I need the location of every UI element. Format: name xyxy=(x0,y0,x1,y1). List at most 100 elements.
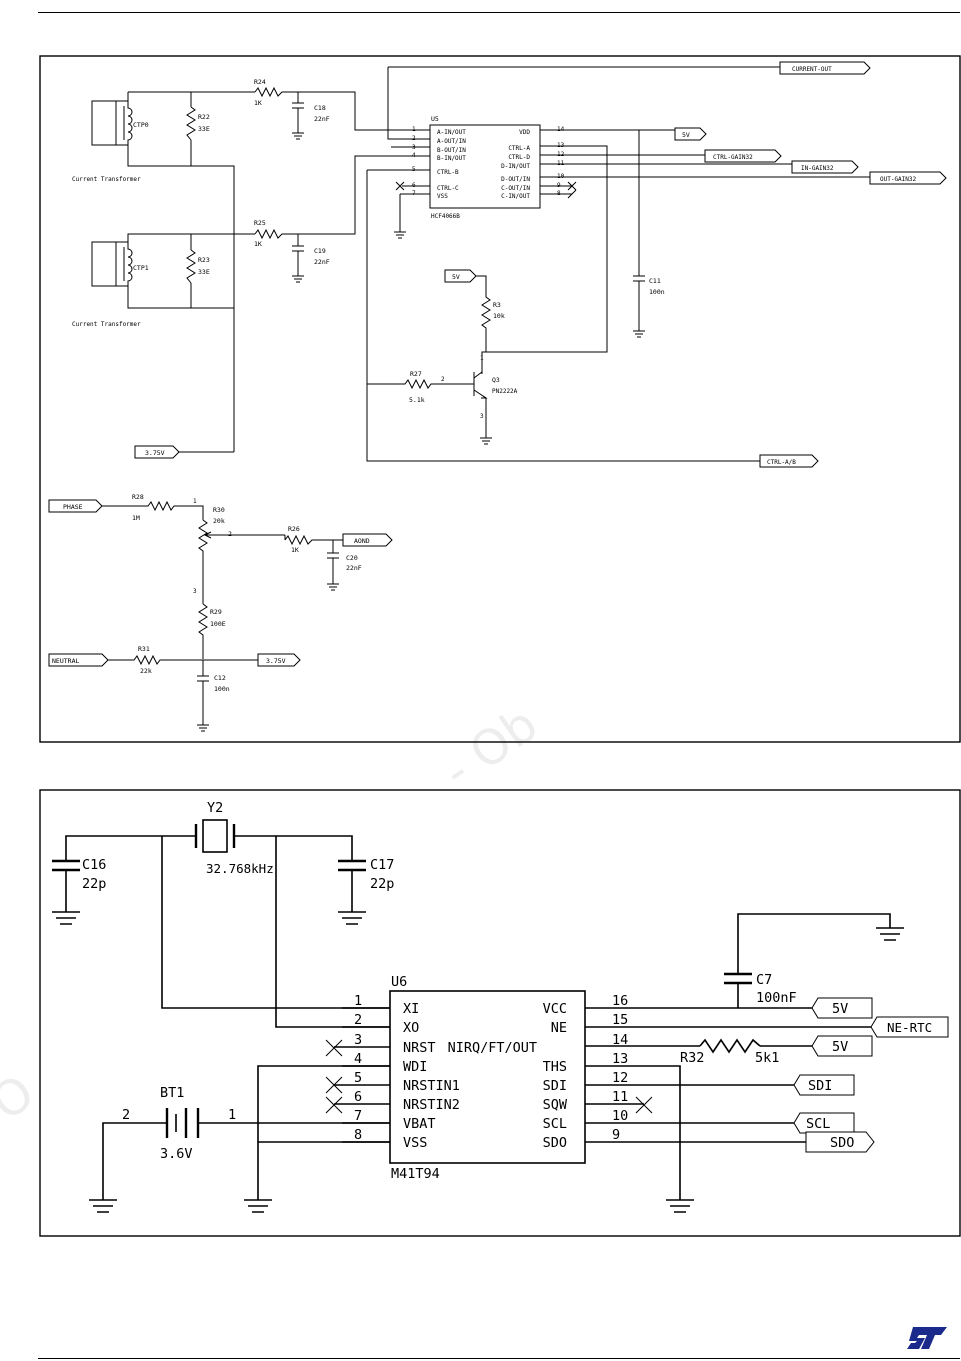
r23-value: 33E xyxy=(198,268,210,276)
flag-phase-text: PHASE xyxy=(63,503,83,511)
r28-resistor xyxy=(102,500,204,520)
y2-label: Y2 xyxy=(207,800,223,816)
c16-capacitor xyxy=(52,870,80,925)
flag-in-gain32-text: IN-GAIN32 xyxy=(801,165,834,172)
ctp0-label: CTP0 xyxy=(133,121,149,129)
u5-part: HCF4066B xyxy=(431,213,460,220)
flag-ctrl-ab-text: CTRL-A/B xyxy=(767,459,796,466)
c11-label: C11 xyxy=(649,277,661,285)
u6-pin-name: VSS xyxy=(403,1135,427,1151)
c20-label: C20 xyxy=(346,554,358,562)
r25-value: 1K xyxy=(254,240,262,248)
r23-resistor xyxy=(186,249,196,284)
u6-pin-name: NRST xyxy=(403,1040,436,1056)
r24-resistor xyxy=(254,86,402,131)
r25-resistor xyxy=(254,155,402,240)
flag-sdo-text: SDO xyxy=(830,1135,854,1151)
r3-resistor xyxy=(476,275,491,352)
u5-pin-name: C-IN/OUT xyxy=(501,193,530,200)
u6-pin-number: 11 xyxy=(612,1089,628,1105)
u6-pin-number: 7 xyxy=(354,1108,362,1124)
u5-pin-name: VDD xyxy=(519,129,530,136)
r25-label: R25 xyxy=(254,219,266,227)
flag-5v-q3-text: 5V xyxy=(452,273,460,281)
flag-3v75-upper xyxy=(134,445,180,459)
u6-pin-name: THS xyxy=(543,1059,567,1075)
flag-ctrl-ab xyxy=(759,454,819,468)
ct1-caption: Current Transformer xyxy=(72,321,141,328)
u6-pin-number: 15 xyxy=(612,1012,628,1028)
flag-out-gain32-text: OUT-GAIN32 xyxy=(880,176,917,183)
r31-label: R31 xyxy=(138,645,150,653)
flag-5v-nirq-text: 5V xyxy=(832,1039,848,1055)
u6-pin-name: WDI xyxy=(403,1059,427,1075)
r29-label: R29 xyxy=(210,608,222,616)
flag-scl-text: SCL xyxy=(806,1116,830,1132)
q3-part: PN2222A xyxy=(492,388,518,395)
ctp1-label: CTP1 xyxy=(133,264,149,272)
u5-pin-name: CTRL-D xyxy=(508,154,530,161)
q3-pin3: 3 xyxy=(480,413,484,420)
flag-5v-vcc xyxy=(811,997,873,1019)
r31-value: 22k xyxy=(140,667,152,675)
u5-pin-name: A-IN/OUT xyxy=(437,129,466,136)
bt1-pin2: 2 xyxy=(122,1107,130,1123)
r32-resistor xyxy=(699,1038,761,1054)
flag-ne-rtc xyxy=(870,1016,949,1038)
r28-label: R28 xyxy=(132,493,144,501)
u6-pin-number: 4 xyxy=(354,1051,362,1067)
q3-label: Q3 xyxy=(492,376,500,384)
lower-frame xyxy=(39,789,961,1237)
c19-value: 22nF xyxy=(314,258,330,266)
u6-pin-name: XO xyxy=(403,1020,419,1036)
r30-value: 20k xyxy=(213,517,225,525)
flag-ne-rtc-text: NE-RTC xyxy=(887,1020,932,1035)
y2-value: 32.768kHz xyxy=(206,861,274,876)
u5-pin-name: D-OUT/IN xyxy=(501,176,530,183)
u6-pin-name: NRSTIN2 xyxy=(403,1097,460,1113)
r32-label: R32 xyxy=(680,1050,704,1066)
r3-label: R3 xyxy=(493,301,501,309)
u6-pin-number: 16 xyxy=(612,993,628,1009)
c12-label: C12 xyxy=(214,674,226,682)
u5-pin-name: CTRL-A xyxy=(508,145,530,152)
flag-aond-text: AOND xyxy=(354,537,370,545)
r22-resistor xyxy=(186,106,196,141)
r30-pin2: 2 xyxy=(228,530,232,538)
u6-label: U6 xyxy=(391,974,407,990)
u5-pin-name: CTRL-B xyxy=(437,169,459,176)
u6-pin-number: 1 xyxy=(354,993,362,1009)
bt1-value: 3.6V xyxy=(160,1146,193,1162)
flag-3v75-lower-text: 3.75V xyxy=(266,657,286,665)
c18-value: 22nF xyxy=(314,115,330,123)
q3-pin1: 1 xyxy=(480,355,484,362)
upper-schematic: CTP0 Current Transformer R22 33E R24 1K … xyxy=(39,55,961,743)
u6-pin-number: 14 xyxy=(612,1032,628,1048)
r31-resistor xyxy=(108,654,258,666)
r30-pot xyxy=(198,519,208,604)
lower-schematic: Y2 32.768kHz C16 22p C17 22p C7 100nF U6… xyxy=(39,789,961,1237)
c12-capacitor xyxy=(197,660,209,732)
r22-value: 33E xyxy=(198,125,210,133)
c17-value: 22p xyxy=(370,876,394,892)
c11-capacitor xyxy=(633,130,645,338)
u5-pin-name: D-IN/OUT xyxy=(501,163,530,170)
u6-chip xyxy=(389,990,586,1164)
y2-crystal xyxy=(202,819,228,853)
u6-right-pins: 16VCC15NE14NIRQ/FT/OUT13THS12SDI11SQW10S… xyxy=(448,993,629,1151)
u6-pin-name: SDO xyxy=(543,1135,567,1151)
u6-pin-name: SCL xyxy=(543,1116,567,1132)
u6-pin-number: 10 xyxy=(612,1108,628,1124)
flag-ctrl-gain32-text: CTRL-GAIN32 xyxy=(713,154,753,161)
u5-pin-name: CTRL-C xyxy=(437,185,459,192)
c19-capacitor xyxy=(292,234,304,283)
flag-ctrl-gain32 xyxy=(704,149,782,163)
r23-label: R23 xyxy=(198,256,210,264)
r26-value: 1K xyxy=(291,546,299,554)
u6-pin-number: 13 xyxy=(612,1051,628,1067)
u6-pin-name: NRSTIN1 xyxy=(403,1078,460,1094)
u6-pin-number: 5 xyxy=(354,1070,362,1086)
st-logo xyxy=(907,1327,947,1349)
